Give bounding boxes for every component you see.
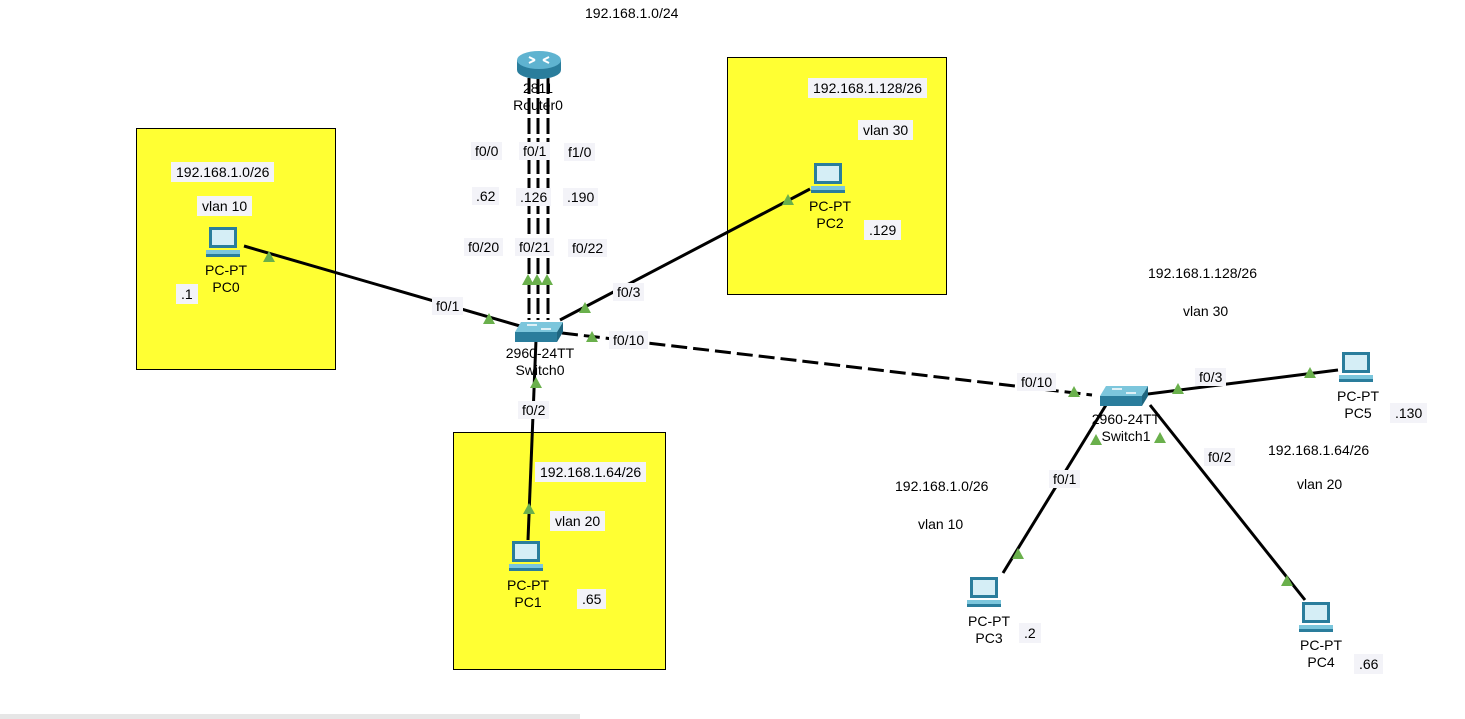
pc0-label: PC-PT PC0 — [194, 262, 258, 296]
switch0-port-f02: f0/2 — [518, 401, 550, 419]
switch1-port-f010: f0/10 — [1017, 373, 1057, 391]
port-light — [1154, 432, 1166, 443]
pc2-label: PC-PT PC2 — [798, 198, 862, 232]
pc4-label: PC-PT PC4 — [1289, 637, 1353, 671]
port-light — [1090, 434, 1102, 445]
s1-vlan20-label: vlan 20 — [1297, 476, 1343, 492]
port-light — [523, 503, 535, 514]
pc3-icon[interactable] — [967, 576, 1003, 608]
router-port-f10: f1/0 — [564, 143, 596, 161]
switch0-port-f020: f0/20 — [464, 238, 504, 256]
port-light — [1281, 575, 1293, 586]
pc2-name: PC2 — [816, 215, 844, 231]
router-ip-126: .126 — [516, 188, 552, 206]
pc4-ip: .66 — [1354, 654, 1384, 674]
router-port-f01: f0/1 — [519, 142, 551, 160]
pc1-icon[interactable] — [509, 540, 545, 572]
pc0-name: PC0 — [212, 279, 240, 295]
port-light — [483, 313, 495, 324]
pc1-label: PC-PT PC1 — [496, 577, 560, 611]
link-pc2-switch0[interactable] — [559, 187, 811, 322]
port-light — [530, 377, 542, 388]
switch0-port-f03: f0/3 — [613, 283, 645, 301]
network-label: 192.168.1.0/24 — [585, 5, 679, 21]
pc5-label: PC-PT PC5 — [1326, 388, 1390, 422]
link-switch1-pc3[interactable] — [1001, 404, 1108, 574]
port-light — [522, 274, 534, 285]
router-ip-62: .62 — [472, 187, 500, 205]
switch0-port-f022: f0/22 — [568, 239, 608, 257]
switch0-port-f01: f0/1 — [432, 297, 464, 315]
s1-vlan30-label: vlan 30 — [1183, 303, 1229, 319]
port-light — [263, 251, 275, 262]
switch0-port-f021: f0/21 — [515, 238, 555, 256]
s1-vlan30-subnet: 192.168.1.128/26 — [1148, 265, 1257, 281]
vlan30-subnet: 192.168.1.128/26 — [808, 78, 927, 98]
switch1-port-f02: f0/2 — [1204, 448, 1236, 466]
pc5-model: PC-PT — [1337, 388, 1379, 404]
vlan20-subnet: 192.168.1.64/26 — [535, 462, 647, 482]
router-port-f00: f0/0 — [471, 142, 503, 160]
pc2-icon[interactable] — [811, 162, 847, 194]
switch1-port-f01: f0/1 — [1049, 470, 1081, 488]
port-light — [531, 274, 543, 285]
vlan10-label: vlan 10 — [197, 196, 253, 216]
link-switch1-pc4[interactable] — [1148, 404, 1307, 601]
port-light — [579, 302, 591, 313]
switch0-model: 2960-24TT — [505, 345, 575, 361]
pc3-model: PC-PT — [968, 613, 1010, 629]
router-model: 2811 — [522, 80, 554, 96]
s1-vlan10-subnet: 192.168.1.0/26 — [895, 478, 989, 494]
switch1-port-f03: f0/3 — [1195, 368, 1227, 386]
switch0-label: 2960-24TT Switch0 — [494, 345, 586, 379]
pc5-ip: .130 — [1390, 403, 1428, 423]
port-light — [1172, 383, 1184, 394]
switch0-icon[interactable] — [513, 320, 565, 344]
router-name: Router0 — [513, 97, 563, 113]
vlan10-subnet: 192.168.1.0/26 — [171, 162, 275, 182]
router-icon[interactable] — [515, 48, 563, 80]
pc0-ip: .1 — [176, 284, 198, 304]
port-light — [541, 274, 553, 285]
switch0-name: Switch0 — [515, 362, 565, 378]
switch1-name: Switch1 — [1101, 428, 1151, 444]
s1-vlan10-label: vlan 10 — [918, 516, 964, 532]
port-light — [782, 194, 794, 205]
switch1-label: 2960-24TT Switch1 — [1080, 411, 1172, 445]
pc3-label: PC-PT PC3 — [957, 613, 1021, 647]
port-light — [1068, 386, 1080, 397]
router-ip-190: .190 — [563, 188, 599, 206]
pc2-model: PC-PT — [809, 198, 851, 214]
link-switch0-switch1[interactable] — [561, 331, 1093, 397]
link-pc0-switch0[interactable] — [243, 244, 521, 328]
pc5-icon[interactable] — [1339, 351, 1375, 383]
pc4-name: PC4 — [1307, 654, 1335, 670]
pc5-name: PC5 — [1344, 405, 1372, 421]
pc2-ip: .129 — [864, 220, 902, 240]
vlan20-label: vlan 20 — [550, 511, 606, 531]
port-light — [1304, 367, 1316, 378]
pc3-name: PC3 — [975, 630, 1003, 646]
pc0-model: PC-PT — [205, 262, 247, 278]
pc1-ip: .65 — [577, 589, 607, 609]
scrollbar[interactable] — [0, 714, 580, 719]
pc0-icon[interactable] — [206, 226, 242, 258]
switch1-model: 2960-24TT — [1091, 411, 1161, 427]
pc1-name: PC1 — [514, 594, 542, 610]
pc4-model: PC-PT — [1300, 637, 1342, 653]
switch1-icon[interactable] — [1098, 384, 1150, 408]
port-light — [586, 331, 598, 342]
port-light — [1012, 548, 1024, 559]
router-label: 2811 Router0 — [500, 80, 576, 114]
vlan30-label: vlan 30 — [858, 120, 914, 140]
s1-vlan20-subnet: 192.168.1.64/26 — [1268, 442, 1370, 458]
pc4-icon[interactable] — [1299, 601, 1335, 633]
link-switch1-pc5[interactable] — [1139, 368, 1339, 397]
pc3-ip: .2 — [1019, 623, 1041, 643]
pc1-model: PC-PT — [507, 577, 549, 593]
switch0-port-f010: f0/10 — [609, 331, 649, 349]
